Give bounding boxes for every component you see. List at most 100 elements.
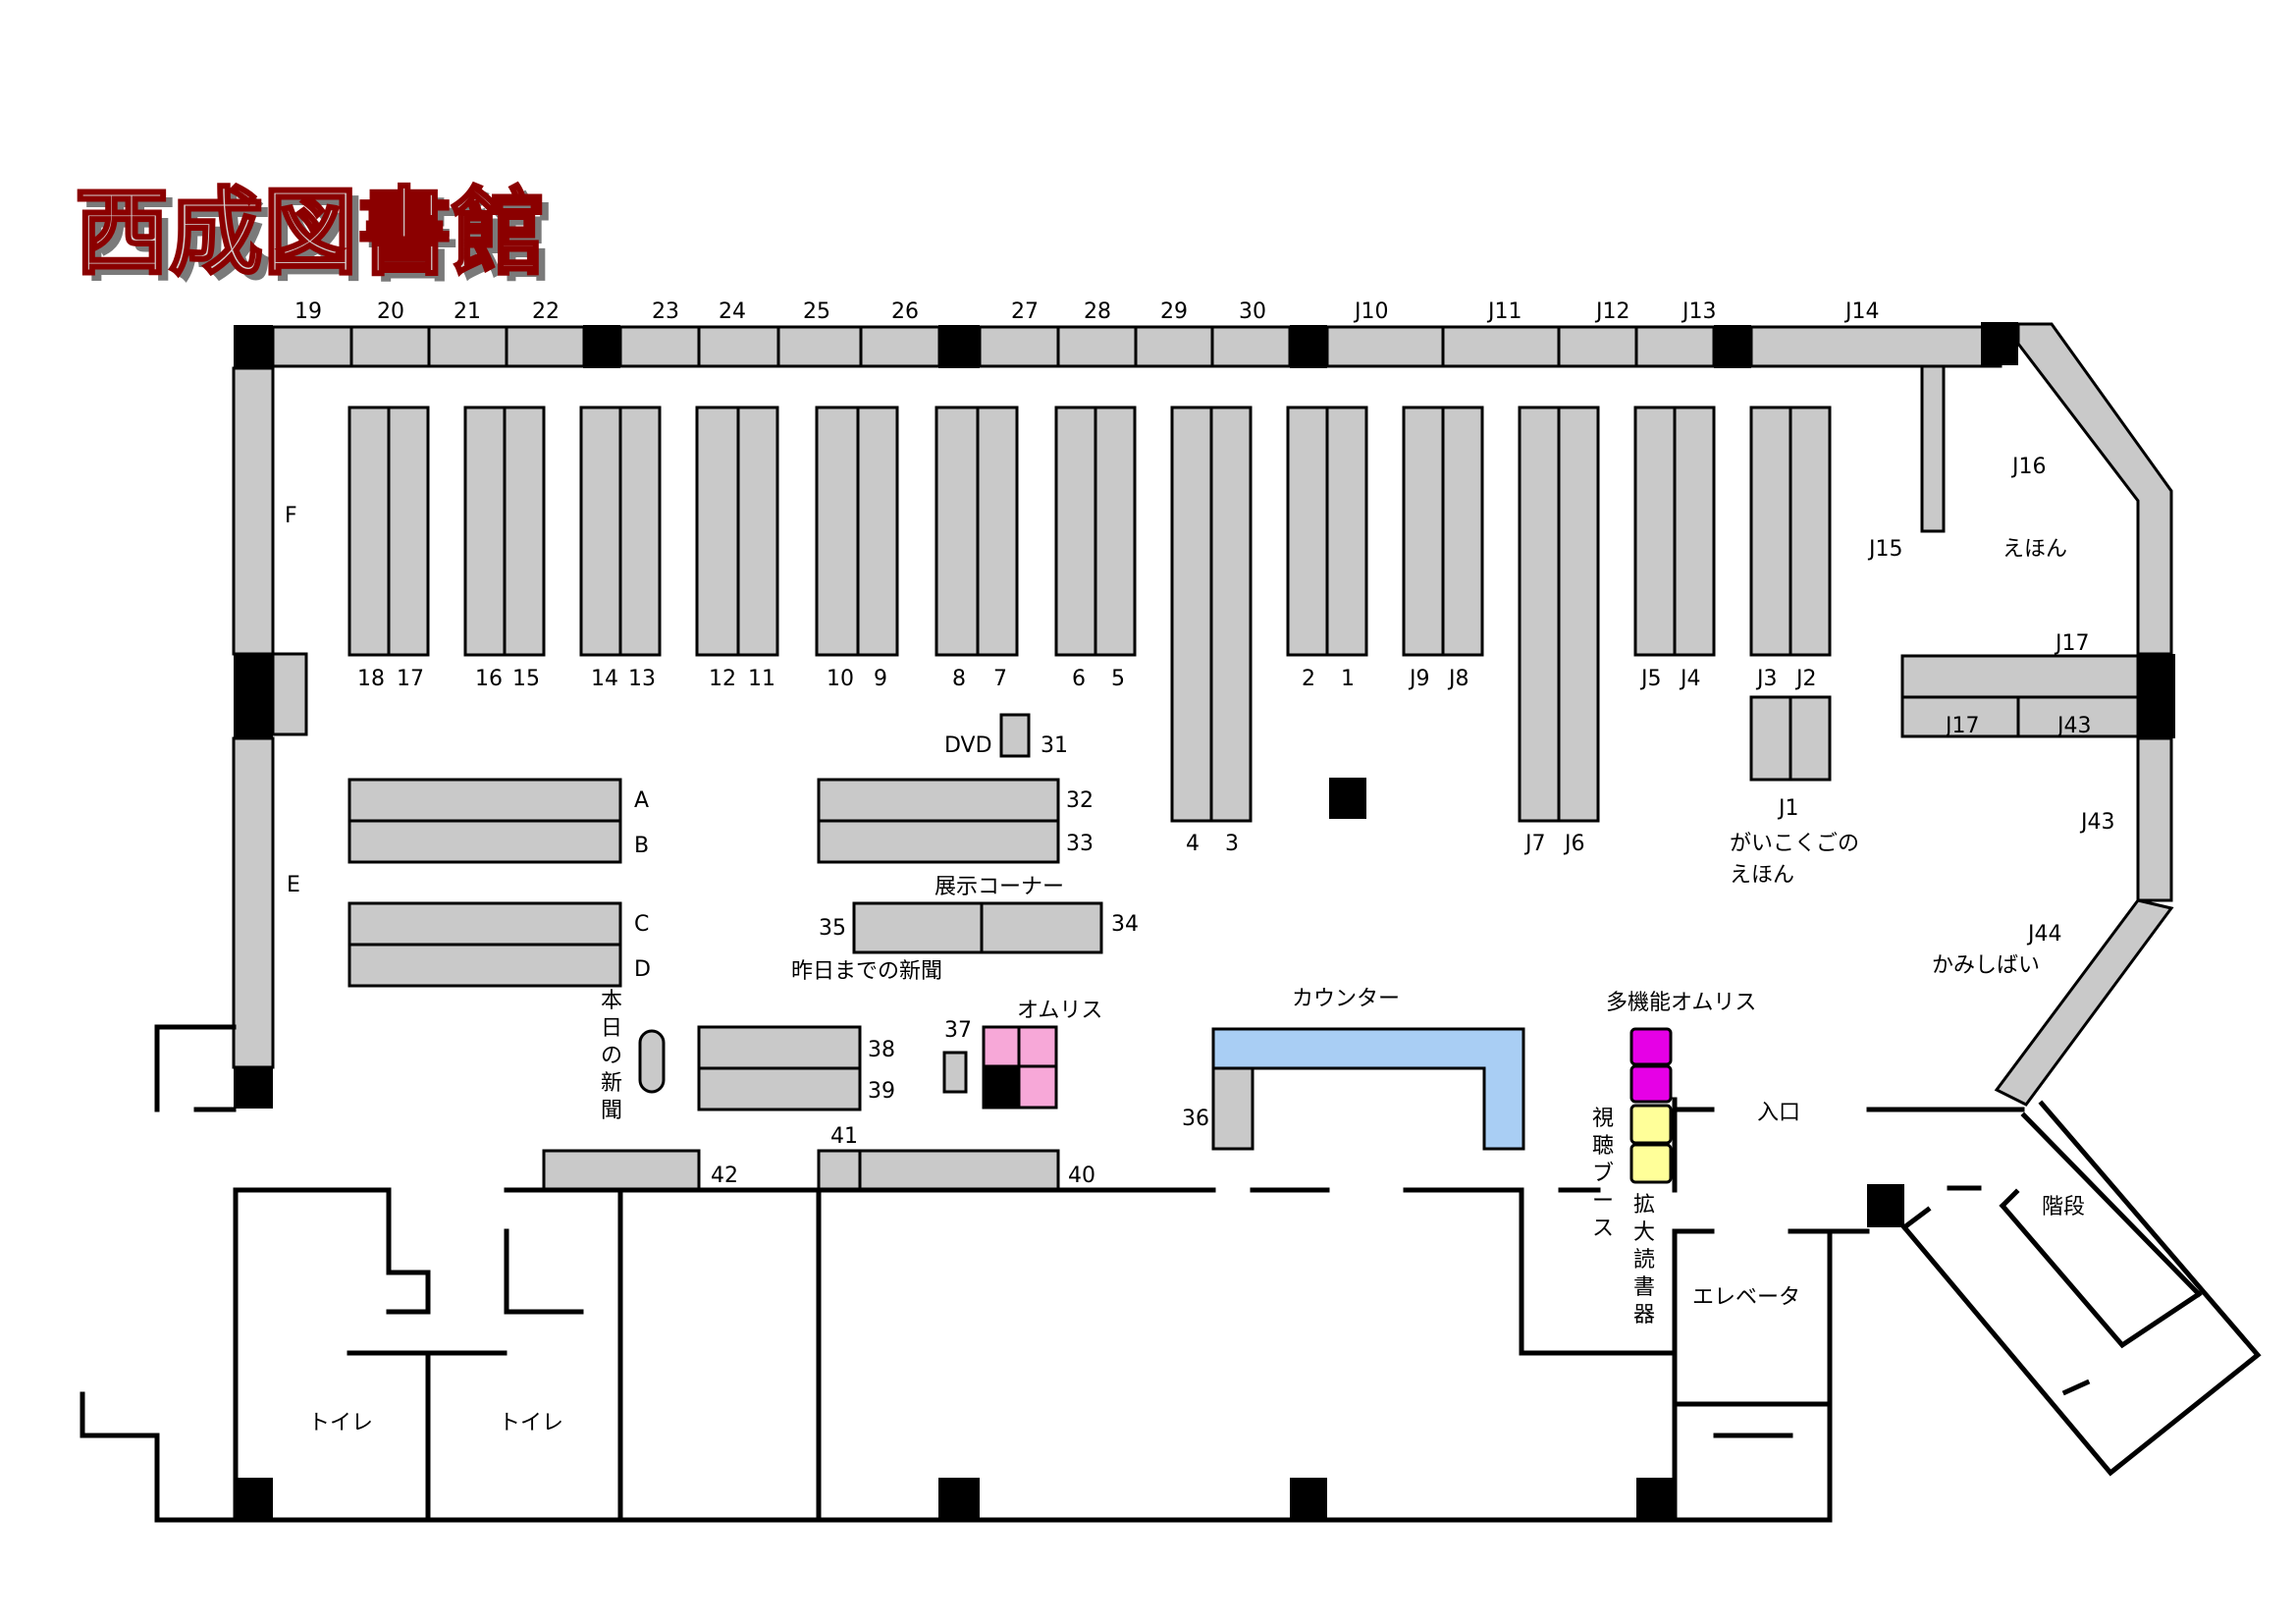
shelf-J3[interactable] — [1749, 406, 1792, 657]
label-gaikokugo-2: えほん — [1730, 863, 1794, 888]
shelf-J17-upper[interactable] — [1900, 654, 2140, 699]
shelf-12[interactable] — [695, 406, 740, 657]
shelf-J9[interactable] — [1402, 406, 1445, 657]
map-label: 12 — [709, 667, 736, 691]
shelf-C[interactable] — [347, 901, 622, 947]
shelf-1[interactable] — [1325, 406, 1368, 657]
shelf-J16-wall[interactable] — [2016, 322, 2173, 656]
shelf-A[interactable] — [347, 778, 622, 823]
shelf-J6[interactable] — [1557, 406, 1600, 823]
shelf-38[interactable] — [697, 1025, 862, 1070]
label-sakujitsu: 昨日までの新聞 — [791, 959, 942, 984]
multi-omuris-1[interactable] — [1629, 1027, 1673, 1066]
shelf-36[interactable] — [1211, 1066, 1255, 1151]
shelf-21[interactable] — [427, 325, 508, 368]
shelf-20[interactable] — [349, 325, 431, 368]
shelf-J8[interactable] — [1441, 406, 1484, 657]
shelf-11[interactable] — [736, 406, 779, 657]
shelf-27[interactable] — [978, 325, 1060, 368]
shelf-42[interactable] — [542, 1149, 701, 1192]
shelf-J10[interactable] — [1325, 325, 1445, 368]
shelf-30[interactable] — [1210, 325, 1292, 368]
map-label: ー — [1592, 1189, 1614, 1214]
shelf-F[interactable] — [232, 366, 275, 656]
shelf-32[interactable] — [817, 778, 1060, 823]
shelf-J4[interactable] — [1673, 406, 1716, 657]
shelf-23[interactable] — [618, 325, 701, 368]
shelf-14[interactable] — [579, 406, 622, 657]
label-J14: J14 — [1843, 299, 1879, 324]
newspaper-rack[interactable] — [638, 1029, 666, 1094]
shelf-J43-wall[interactable] — [2136, 736, 2173, 902]
map-label: 11 — [748, 667, 775, 691]
map-label: J4 — [1679, 667, 1701, 691]
shelf-24[interactable] — [697, 325, 780, 368]
shelf-17[interactable] — [387, 406, 430, 657]
shelf-D[interactable] — [347, 943, 622, 988]
shelf-25[interactable] — [776, 325, 863, 368]
shelf-40[interactable] — [858, 1149, 1060, 1192]
shelf-6[interactable] — [1054, 406, 1097, 657]
label-35: 35 — [819, 916, 846, 941]
shelf-5[interactable] — [1094, 406, 1137, 657]
shelf-9[interactable] — [856, 406, 899, 657]
omuris-terminals[interactable] — [982, 1025, 1058, 1110]
viewing-booth-1[interactable] — [1629, 1104, 1673, 1145]
shelf-29[interactable] — [1134, 325, 1214, 368]
shelf-J1-right[interactable] — [1789, 695, 1832, 782]
shelf-J7[interactable] — [1518, 406, 1561, 823]
shelf-J11[interactable] — [1441, 325, 1561, 368]
label-F: F — [285, 504, 297, 528]
shelf-E[interactable] — [232, 736, 275, 1069]
shelf-J17-lower[interactable] — [1900, 695, 2020, 738]
shelf-J15[interactable] — [1920, 364, 1946, 533]
label-B: B — [634, 834, 649, 858]
shelf-3[interactable] — [1209, 406, 1253, 823]
shelf-34[interactable] — [980, 901, 1103, 954]
shelf-10[interactable] — [815, 406, 860, 657]
shelf-16[interactable] — [463, 406, 507, 657]
label-entrance: 入口 — [1757, 1101, 1800, 1125]
shelf-2[interactable] — [1286, 406, 1329, 657]
shelf-J12[interactable] — [1557, 325, 1638, 368]
map-label: J3 — [1755, 667, 1778, 691]
label-41: 41 — [830, 1124, 858, 1149]
multi-omuris-2[interactable] — [1629, 1064, 1673, 1104]
shelf-J5[interactable] — [1633, 406, 1677, 657]
map-label: 新 — [601, 1071, 622, 1096]
shelf-4[interactable] — [1170, 406, 1213, 823]
map-label: J7 — [1523, 832, 1546, 856]
label-dvd: DVD — [944, 733, 992, 758]
shelf-7[interactable] — [976, 406, 1019, 657]
shelf-J43-island[interactable] — [2016, 695, 2140, 738]
shelf-18[interactable] — [347, 406, 391, 657]
map-label: 8 — [952, 667, 966, 691]
shelf-J14[interactable] — [1749, 325, 2002, 368]
shelf-J44-wall[interactable] — [1994, 898, 2174, 1107]
shelf-19[interactable] — [271, 325, 353, 368]
shelf-15[interactable] — [503, 406, 546, 657]
shelf-28[interactable] — [1056, 325, 1138, 368]
shelf-22[interactable] — [505, 325, 586, 368]
shelf-33[interactable] — [817, 819, 1060, 864]
shelf-26[interactable] — [859, 325, 941, 368]
shelf-J2[interactable] — [1789, 406, 1832, 657]
shelf-8[interactable] — [934, 406, 980, 657]
service-counter[interactable] — [1211, 1027, 1525, 1151]
map-label: の — [601, 1044, 622, 1068]
map-label: 17 — [397, 667, 424, 691]
label-22: 22 — [532, 299, 560, 324]
shelf-F-side[interactable] — [271, 652, 308, 736]
shelf-B[interactable] — [347, 819, 622, 864]
shelf-39[interactable] — [697, 1066, 862, 1111]
viewing-booth-2[interactable] — [1629, 1143, 1673, 1184]
shelf-J13[interactable] — [1634, 325, 1716, 368]
shelf-31-dvd[interactable] — [999, 713, 1031, 758]
map-label: 18 — [357, 667, 385, 691]
shelf-35[interactable] — [852, 901, 984, 954]
shelf-37[interactable] — [942, 1051, 968, 1094]
shelf-13[interactable] — [618, 406, 662, 657]
shelf-41[interactable] — [817, 1149, 862, 1192]
shelf-J1-left[interactable] — [1749, 695, 1792, 782]
label-multi-omuris: 多機能オムリス — [1606, 991, 1756, 1015]
